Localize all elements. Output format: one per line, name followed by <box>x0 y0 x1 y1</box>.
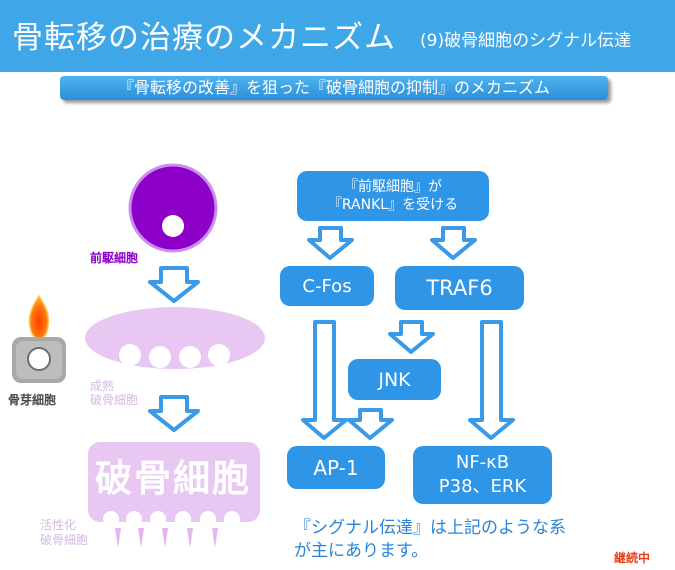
flow-arrow-traf6-to-jnk <box>388 320 435 354</box>
osteoblast-icon <box>12 294 66 383</box>
flow-arrow-to-cfos <box>307 226 354 260</box>
flow-arrow-traf6-to-nfkb <box>468 320 515 440</box>
note-line1: 『シグナル伝達』は上記のような系 <box>294 518 566 538</box>
header-bar <box>0 0 675 72</box>
cfos-box: C-Fos <box>280 266 374 306</box>
active-osteoclast-label-line2: 破骨細胞 <box>40 533 89 547</box>
traf6-box: TRAF6 <box>395 266 524 310</box>
rankl-receive-line1: 『前駆細胞』が <box>344 179 442 195</box>
ap1-box: AP-1 <box>287 446 385 489</box>
rankl-receive-line2: 『RANKL』を受ける <box>327 197 459 213</box>
page-subtitle: (9)破骨細胞のシグナル伝達 <box>420 31 632 51</box>
osteoblast-label: 骨芽細胞 <box>8 393 57 407</box>
cfos-label: C-Fos <box>302 275 352 297</box>
flow-arrow-cfos-to-ap1 <box>301 320 348 440</box>
ap1-label: AP-1 <box>313 455 359 480</box>
active-osteoclast-label-line1: 活性化 <box>40 518 77 532</box>
precursor-label: 前駆細胞 <box>90 251 139 265</box>
page-title: 骨転移の治療のメカニズム <box>12 20 396 56</box>
rankl-receive-box: 『前駆細胞』が 『RANKL』を受ける <box>297 171 489 221</box>
nfkb-line1: NF-κB <box>455 452 510 473</box>
traf6-label: TRAF6 <box>426 276 493 300</box>
continued-label: 継続中 <box>614 551 651 565</box>
flow-arrow-to-traf6 <box>430 226 477 260</box>
osteoclast-text: 破骨細胞 <box>95 457 251 500</box>
nfkb-box: NF-κB P38、ERK <box>413 446 552 504</box>
topic-banner: 『骨転移の改善』を狙った『破骨細胞の抑制』のメカニズム <box>60 76 608 100</box>
left-down-arrow-1 <box>148 266 200 303</box>
mature-osteoclast-label-line2: 破骨細胞 <box>90 393 139 407</box>
left-down-arrow-2 <box>148 395 200 432</box>
flow-arrow-jnk-to-ap1 <box>347 408 394 440</box>
jnk-label: JNK <box>378 368 411 391</box>
mature-osteoclast-label-line1: 成熟 <box>90 379 115 393</box>
jnk-box: JNK <box>348 359 441 400</box>
mature-osteoclast-icon <box>85 307 265 369</box>
note-line2: が主にあります。 <box>294 541 429 561</box>
nfkb-line2: P38、ERK <box>438 476 527 497</box>
activated-osteoclast-icon <box>88 442 260 548</box>
precursor-cell-icon <box>128 163 218 253</box>
